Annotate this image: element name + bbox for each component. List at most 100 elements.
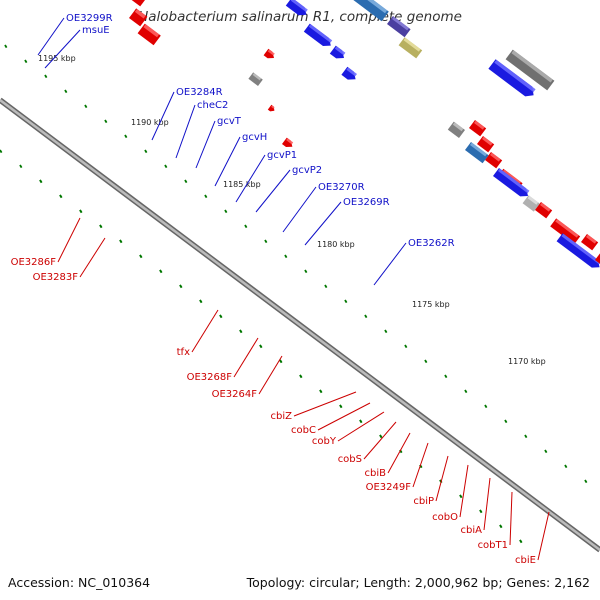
gene-label[interactable]: cobY xyxy=(312,411,385,447)
tick-mark xyxy=(219,314,223,319)
gene-label[interactable]: cobS xyxy=(338,421,397,465)
leader-line xyxy=(337,411,385,442)
gene-label[interactable]: cbiP xyxy=(413,455,449,507)
tick-mark xyxy=(119,239,123,244)
gene-label[interactable]: OE3262R xyxy=(373,238,455,286)
leader-line xyxy=(304,201,342,246)
gene-feature xyxy=(464,142,489,164)
tick-mark xyxy=(344,299,348,304)
gene-label[interactable]: OE3264F xyxy=(212,355,283,400)
gene-name: gcvP2 xyxy=(292,165,322,176)
tick-mark xyxy=(79,209,83,214)
leader-line xyxy=(509,491,513,546)
gene-label[interactable]: cbiB xyxy=(365,432,411,479)
leader-line xyxy=(255,169,291,213)
gene-label[interactable]: cbiZ xyxy=(271,391,357,422)
tick-mark xyxy=(144,149,148,154)
tick-mark xyxy=(384,329,388,334)
tick-mark xyxy=(124,134,128,139)
scale-label: 1195 kbp xyxy=(38,54,76,63)
gene-name: cobY xyxy=(312,436,337,447)
gene-name: cobS xyxy=(338,454,362,465)
tick-mark xyxy=(279,359,283,364)
tick-mark xyxy=(404,344,408,349)
tick-mark xyxy=(99,224,103,229)
gene-feature xyxy=(534,202,553,219)
tick-mark xyxy=(504,419,508,424)
tick-mark xyxy=(64,89,68,94)
gene-label[interactable]: gcvH xyxy=(214,132,267,187)
gene-label[interactable]: OE3299R xyxy=(37,13,113,56)
gene-name: OE3286F xyxy=(11,257,57,268)
gene-feature xyxy=(484,152,503,169)
gene-name: OE3262R xyxy=(408,238,455,249)
tick-mark xyxy=(564,464,568,469)
gene-name: gcvP1 xyxy=(267,150,297,161)
tick-mark xyxy=(444,374,448,379)
gene-label[interactable]: tfx xyxy=(177,309,219,358)
tick-mark xyxy=(304,269,308,274)
gene-label[interactable]: OE3269R xyxy=(304,197,390,246)
tick-mark xyxy=(0,149,3,154)
gene-name: OE3249F xyxy=(366,482,412,493)
gene-feature xyxy=(263,48,275,59)
gene-label[interactable]: gcvP1 xyxy=(235,150,297,203)
leader-line xyxy=(44,29,81,69)
gene-feature xyxy=(522,195,540,212)
gene-label[interactable]: OE3283F xyxy=(33,237,106,283)
gene-name: OE3270R xyxy=(318,182,365,193)
gene-name: cobT1 xyxy=(478,540,508,551)
gene-label[interactable]: msuE xyxy=(44,25,110,69)
scale-label: 1190 kbp xyxy=(131,118,169,127)
gene-label[interactable]: gcvP2 xyxy=(255,165,322,213)
gene-feature xyxy=(468,120,487,137)
gene-feature xyxy=(505,49,555,91)
tick-mark xyxy=(264,239,268,244)
tick-mark xyxy=(139,254,143,259)
leader-line xyxy=(79,237,106,278)
gene-label[interactable]: OE3270R xyxy=(282,182,365,233)
leader-line xyxy=(459,464,469,518)
gene-label[interactable]: cobT1 xyxy=(478,491,513,551)
gene-feature xyxy=(476,136,495,153)
gene-name: cbiA xyxy=(461,525,483,536)
gene-name: tfx xyxy=(177,347,190,358)
leader-line xyxy=(235,154,266,203)
gene-label[interactable]: cheC2 xyxy=(175,100,228,159)
gene-label[interactable]: OE3249F xyxy=(366,442,429,493)
gene-feature xyxy=(267,104,275,112)
tick-mark xyxy=(44,74,48,79)
tick-mark xyxy=(459,494,463,499)
leader-line xyxy=(412,442,429,488)
gene-feature xyxy=(285,0,308,16)
gene-label[interactable]: cobO xyxy=(432,464,469,523)
scale-label: 1170 kbp xyxy=(508,357,546,366)
gene-name: cbiZ xyxy=(271,411,293,422)
tick-mark xyxy=(19,164,23,169)
leader-line xyxy=(195,120,216,169)
gene-name: cbiE xyxy=(515,555,536,566)
tick-mark xyxy=(104,119,108,124)
gene-label[interactable]: cobC xyxy=(291,402,371,436)
gene-label[interactable]: OE3268F xyxy=(187,337,259,383)
gene-label[interactable]: OE3284R xyxy=(151,87,223,141)
backbone xyxy=(0,97,600,553)
gene-label[interactable]: gcvT xyxy=(195,116,242,169)
gene-label[interactable]: cbiA xyxy=(461,477,491,536)
feature-layer xyxy=(104,0,600,274)
tick-mark xyxy=(479,509,483,514)
gene-feature xyxy=(492,168,530,197)
gene-label[interactable]: cbiE xyxy=(515,511,550,566)
gene-label[interactable]: OE3286F xyxy=(11,217,81,268)
gene-feature xyxy=(488,59,536,97)
tick-mark xyxy=(239,329,243,334)
leader-line xyxy=(483,477,491,531)
gene-feature xyxy=(580,234,599,251)
leader-line xyxy=(537,511,550,561)
leader-line xyxy=(293,391,357,417)
gene-feature xyxy=(104,0,148,7)
